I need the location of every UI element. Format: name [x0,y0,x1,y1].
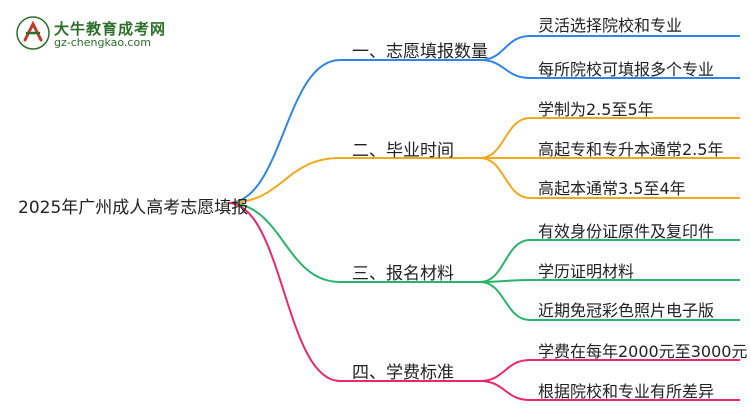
leaf-label: 有效身份证原件及复印件 [538,222,715,241]
leaf-label: 每所院校可填报多个专业 [538,60,715,79]
leaf-label: 学历证明材料 [538,262,635,281]
leaf-label: 灵活选择院校和专业 [538,16,683,35]
root-connector [227,59,341,204]
root-connector [227,202,341,283]
leaf-connector [479,239,531,283]
leaf-label: 学制为2.5至5年 [538,100,654,119]
leaf-label: 近期免冠彩色照片电子版 [538,301,715,320]
logo-url: gz-chengkao.com [54,36,151,49]
leaf-connector [479,35,531,61]
root-connector [227,202,341,382]
leaf-connector [479,281,531,321]
leaf-connector [479,59,531,79]
leaf-connector [479,359,531,382]
logo-title: 大牛教育成考网 [54,20,167,38]
logo-icon [16,16,50,50]
branch-label: 四、学费标准 [352,363,454,383]
leaf-label: 高起专和专升本通常2.5年 [538,140,724,159]
branch-label: 三、报名材料 [352,264,454,284]
leaf-connector [479,380,531,401]
branch-label: 二、毕业时间 [352,141,454,161]
leaf-connector [479,157,531,199]
leaf-connector [479,117,531,159]
root-topic: 2025年广州成人高考志愿填报 [18,198,249,218]
leaf-label: 高起本通常3.5至4年 [538,179,686,198]
branch-label: 一、志愿填报数量 [352,42,488,62]
leaf-label: 学费在每年2000元至3000元 [538,342,748,361]
leaf-label: 根据院校和专业有所差异 [538,382,715,401]
root-connector [227,157,341,204]
